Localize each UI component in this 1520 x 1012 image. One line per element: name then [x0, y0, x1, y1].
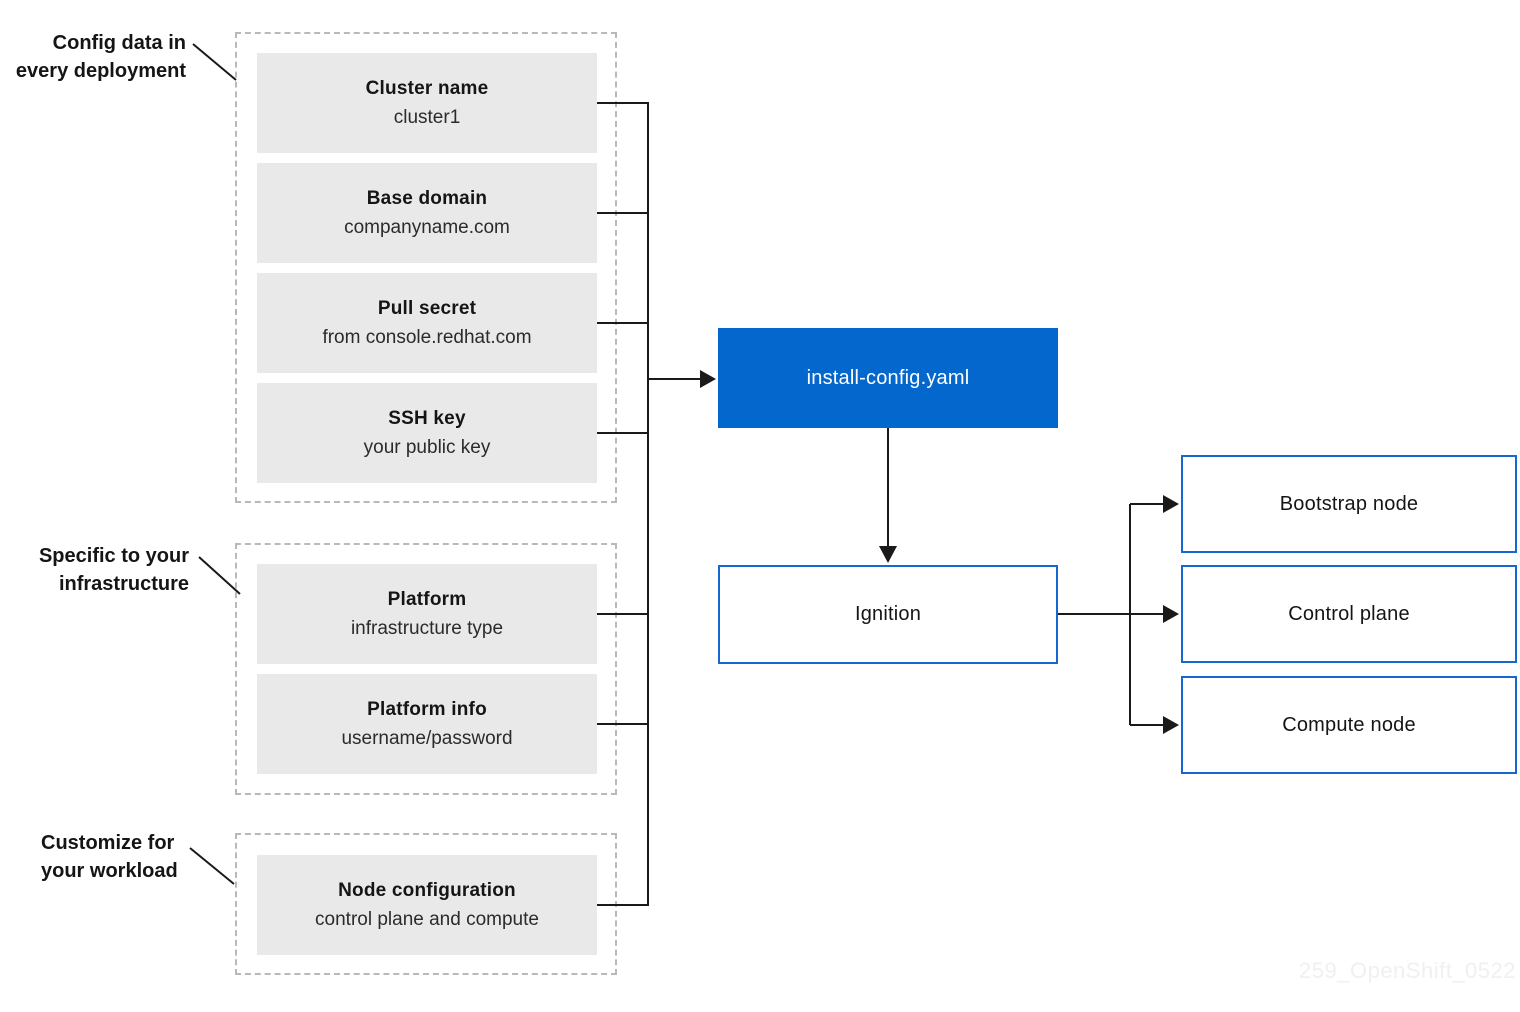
group-box-specific-infrastructure: [235, 543, 617, 795]
arrow-install-config-to-ignition: [879, 428, 897, 563]
compute-node-box: Compute node: [1181, 676, 1517, 774]
group-label-customize-workload: Customize for your workload: [41, 829, 241, 885]
group-label-line: every deployment: [15, 60, 186, 82]
config-item-platform-info: Platform info username/password: [257, 674, 597, 774]
arrowhead-icon: [1163, 605, 1179, 623]
arrowhead-icon: [879, 546, 897, 563]
config-item-node-configuration: Node configuration control plane and com…: [257, 855, 597, 955]
watermark-text: 259_OpenShift_0522: [1299, 958, 1516, 983]
item-title: Cluster name: [365, 77, 489, 99]
config-item-cluster-name: Cluster name cluster1: [257, 53, 597, 153]
config-item-pull-secret: Pull secret from console.redhat.com: [257, 273, 597, 373]
item-subtitle: infrastructure type: [350, 617, 504, 639]
control-plane-label: Control plane: [1288, 602, 1410, 625]
item-subtitle: your public key: [363, 436, 491, 458]
arrow-to-install-config: [648, 370, 716, 388]
item-subtitle: cluster1: [393, 106, 461, 128]
label-line-specific-infrastructure: [198, 556, 241, 595]
install-config-label: install-config.yaml: [806, 366, 970, 389]
group-label-line: Config data in: [52, 32, 186, 54]
group-label-specific-infrastructure: Specific to your infrastructure: [0, 542, 189, 598]
item-subtitle: username/password: [341, 727, 513, 749]
item-subtitle: control plane and compute: [315, 908, 539, 930]
group-label-line: Customize for: [41, 832, 175, 854]
arrowhead-icon: [1163, 716, 1179, 734]
compute-node-label: Compute node: [1282, 713, 1416, 736]
label-line-config-data: [192, 43, 237, 81]
arrow-to-bootstrap-node: [1130, 495, 1179, 513]
arrow-ignition-to-control-plane: [1058, 605, 1179, 623]
bootstrap-node-box: Bootstrap node: [1181, 455, 1517, 553]
arrowhead-icon: [1163, 495, 1179, 513]
control-plane-box: Control plane: [1181, 565, 1517, 663]
ignition-box: Ignition: [718, 565, 1058, 664]
ignition-label: Ignition: [854, 603, 922, 625]
group-label-line: infrastructure: [58, 573, 189, 595]
item-subtitle: companyname.com: [344, 216, 510, 238]
label-line-customize-workload: [189, 847, 235, 885]
item-title: Platform: [387, 588, 467, 610]
item-subtitle: from console.redhat.com: [322, 326, 532, 348]
config-item-base-domain: Base domain companyname.com: [257, 163, 597, 263]
group-label-line: your workload: [41, 860, 178, 882]
item-title: SSH key: [388, 407, 466, 429]
item-title: Base domain: [366, 187, 488, 209]
arrow-to-compute-node: [1130, 716, 1179, 734]
item-title: Node configuration: [338, 879, 516, 901]
group-label-config-data: Config data in every deployment: [0, 29, 186, 85]
item-title: Pull secret: [377, 297, 477, 319]
arrowhead-icon: [700, 370, 716, 388]
install-config-box: install-config.yaml: [718, 328, 1058, 428]
item-title: Platform info: [367, 698, 487, 720]
group-box-config-data: [235, 32, 617, 503]
group-label-line: Specific to your: [38, 545, 189, 567]
config-item-ssh-key: SSH key your public key: [257, 383, 597, 483]
bootstrap-node-label: Bootstrap node: [1279, 492, 1419, 515]
config-item-platform: Platform infrastructure type: [257, 564, 597, 664]
